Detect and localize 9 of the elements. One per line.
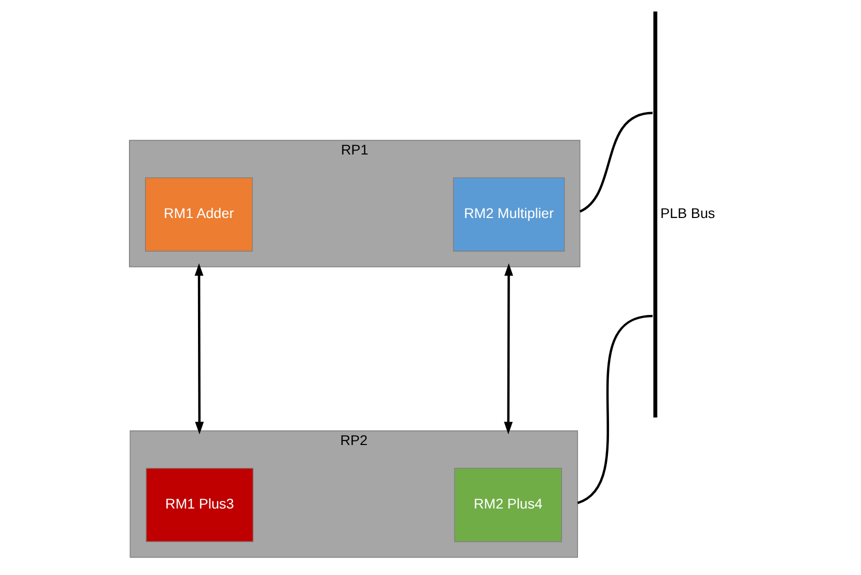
node-box: RM1 Adder bbox=[144, 177, 252, 252]
node-box: RM2 Plus4 bbox=[454, 468, 562, 542]
arrow bbox=[194, 263, 204, 434]
node-box: RM2 Multiplier bbox=[452, 177, 564, 252]
arrow bbox=[503, 263, 513, 434]
connector bbox=[576, 314, 652, 504]
node-box: RM1 Plus3 bbox=[145, 468, 254, 542]
node-label: PLB Bus bbox=[660, 204, 715, 221]
connector bbox=[578, 112, 652, 213]
